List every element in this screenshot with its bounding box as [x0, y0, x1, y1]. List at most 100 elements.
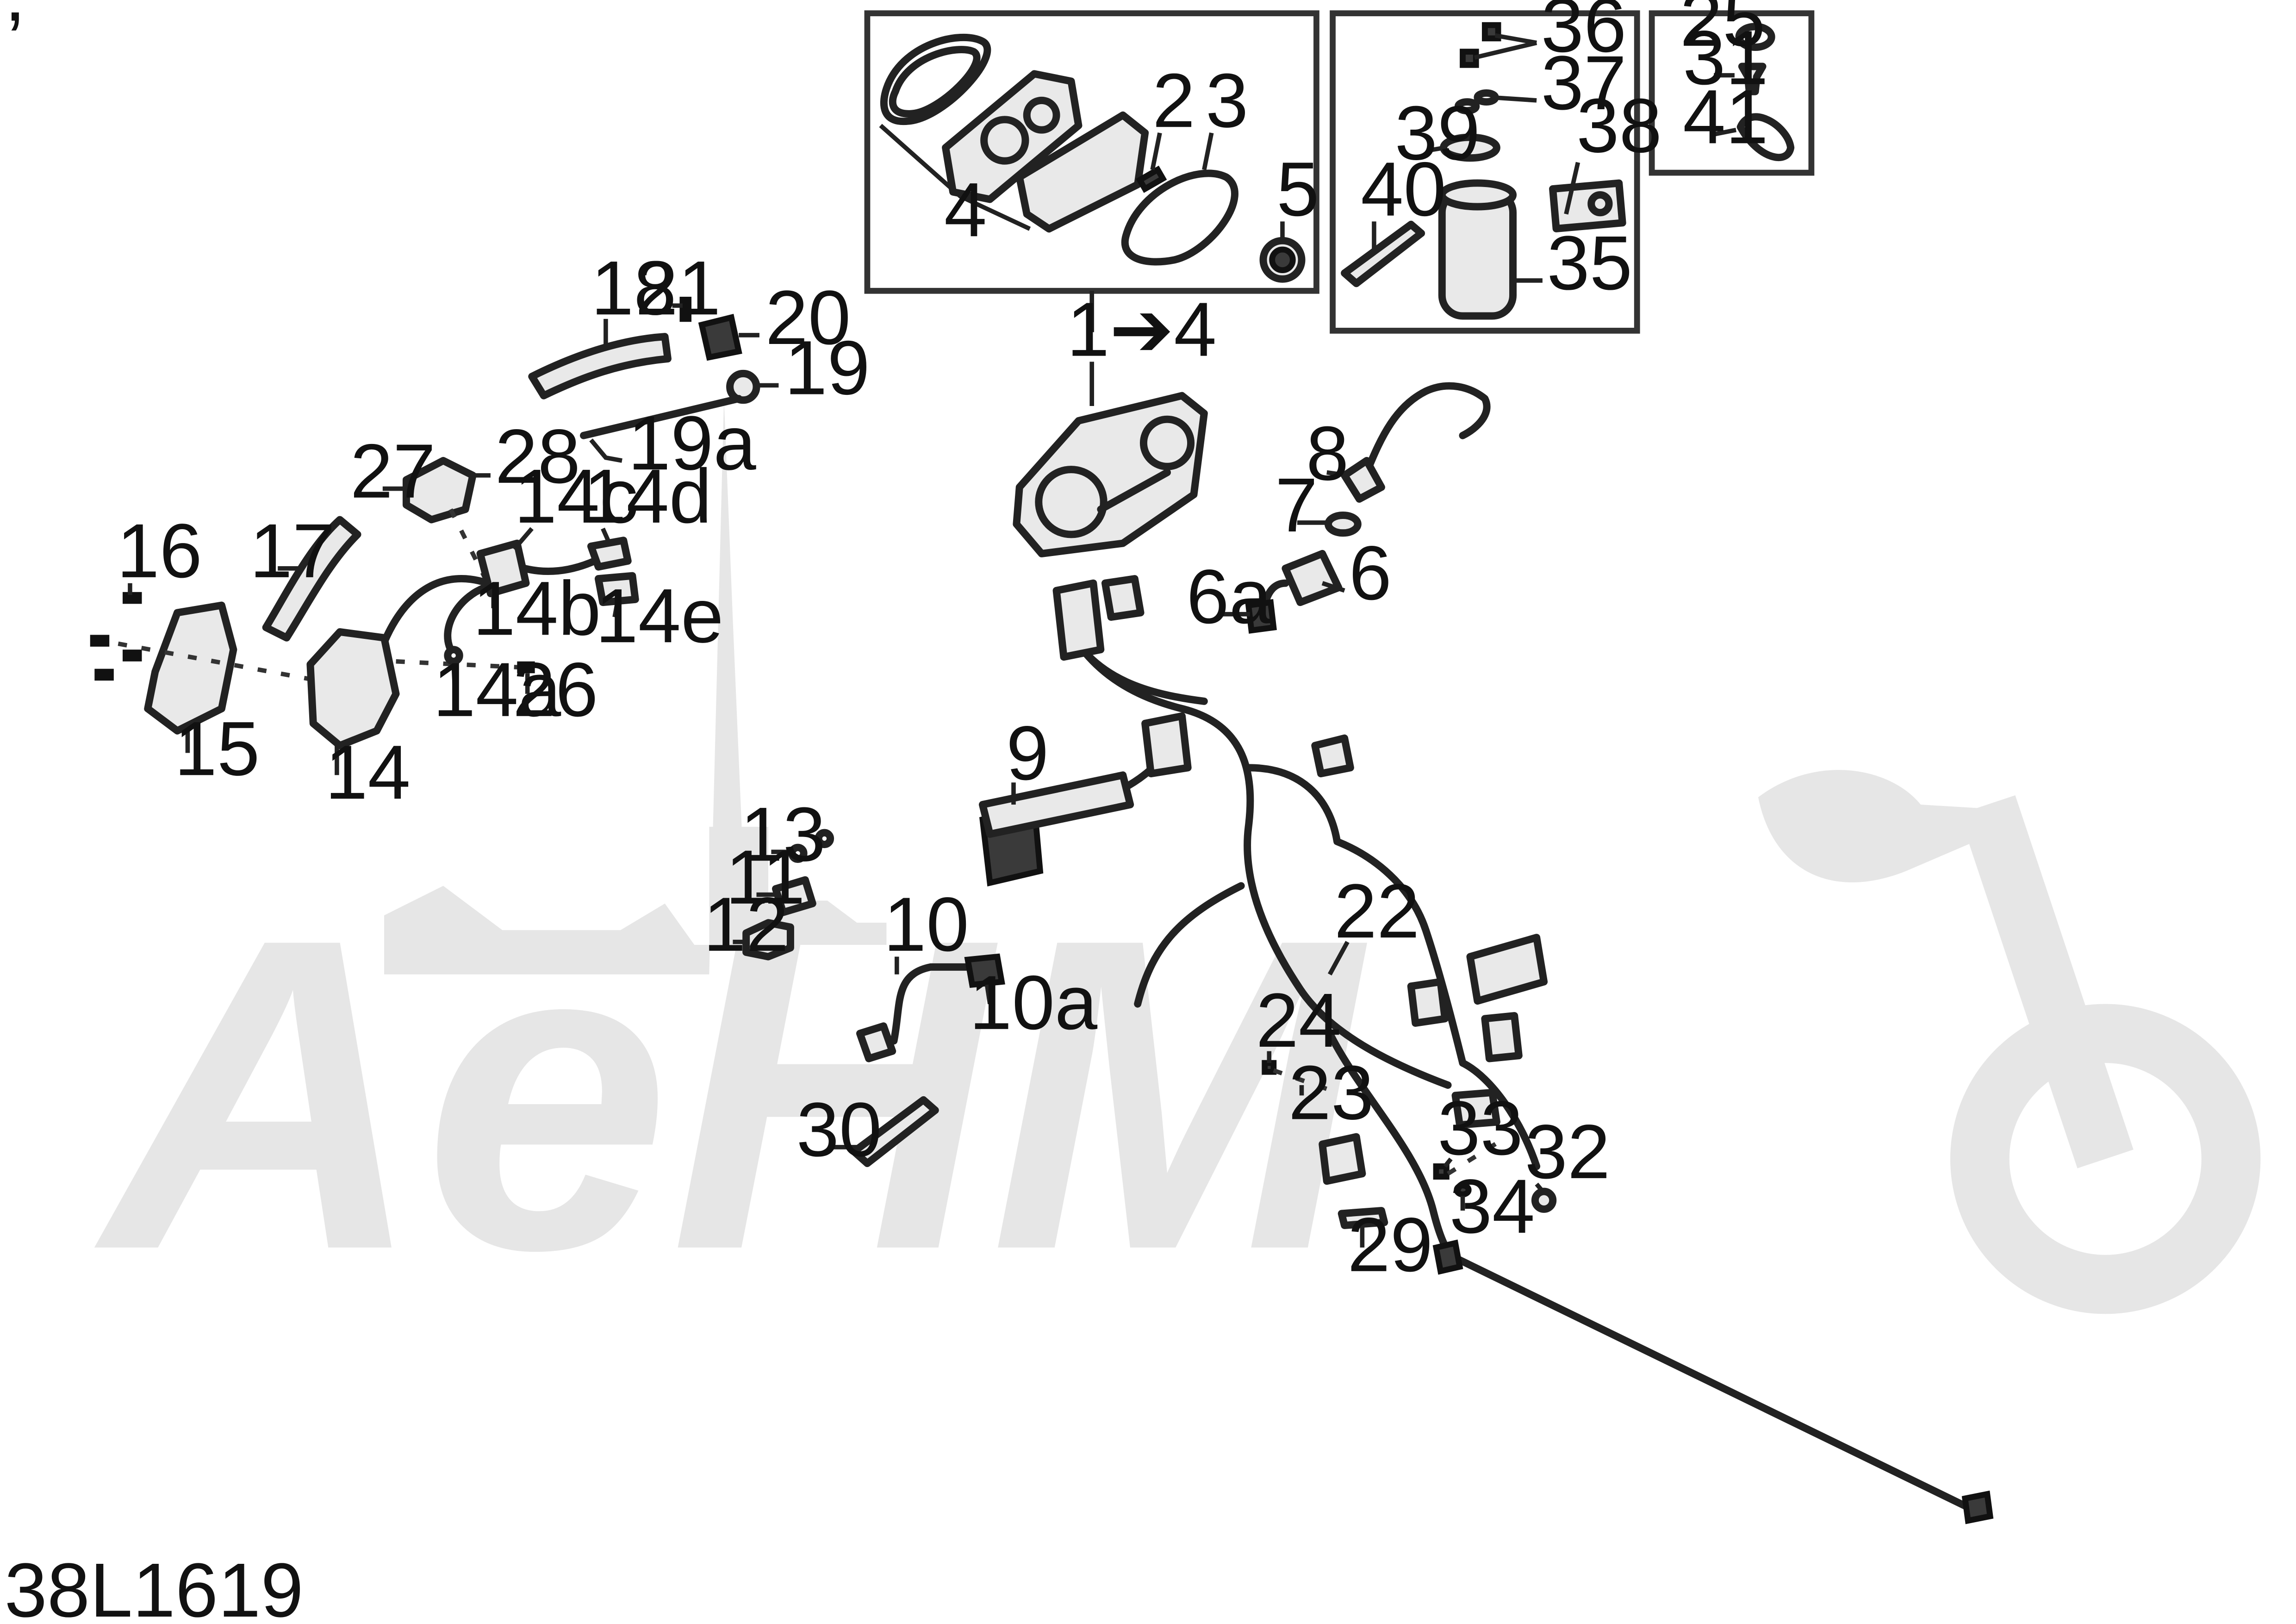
rivet-part-31: [1738, 62, 1767, 95]
watermark: AeHM: [90, 399, 2261, 1342]
callout-17: 17: [250, 508, 336, 594]
screw-part-36b: [1460, 49, 1479, 68]
leader-39: [1427, 145, 1445, 153]
leader-6: [1321, 581, 1345, 593]
leader-14d: [601, 527, 611, 543]
sensor-part-11: [772, 876, 816, 916]
callout-7: 7: [1275, 462, 1318, 548]
callout-31: 31: [1683, 15, 1768, 101]
leader-14a: [451, 664, 458, 694]
callout-14d: 14d: [584, 454, 712, 539]
callout-39: 39: [1395, 90, 1481, 176]
leader-14e: [612, 600, 620, 618]
main-wiring-harness-part-22: [1052, 575, 1994, 1524]
callout-13: 13: [740, 792, 826, 877]
callout-25: 25: [1680, 0, 1766, 62]
leader-4: [879, 124, 1031, 231]
plug-part-25: [1735, 23, 1775, 51]
callout-30: 30: [796, 1087, 882, 1173]
dash-23: [1273, 1068, 1338, 1095]
ignition-kit-box: [1330, 10, 1640, 334]
callout-14c: 14c: [514, 454, 638, 539]
callout-34: 34: [1450, 1164, 1535, 1249]
leader-2: [1150, 132, 1162, 170]
callout-38: 38: [1576, 83, 1662, 169]
screw-part-36a: [1481, 22, 1501, 42]
callout-41: 41: [1683, 74, 1768, 160]
cluster-lens-frame-part: [880, 33, 991, 125]
instrument-cluster-assembly: [1013, 392, 1208, 557]
callout-10: 10: [884, 882, 969, 968]
callout-3: 3: [1206, 58, 1248, 144]
switch-part-20: [698, 313, 742, 361]
callout-24: 24: [1256, 978, 1342, 1063]
cluster-back-cover-part: [1015, 111, 1149, 233]
callout-21: 21: [635, 245, 721, 331]
ignition-cylinder-part-35: [1438, 179, 1517, 320]
callout-11: 11: [725, 835, 805, 920]
callout-8: 8: [1306, 411, 1349, 497]
callout-40: 40: [1361, 147, 1446, 232]
callout-28: 28: [495, 414, 580, 500]
callout-19: 19: [784, 325, 870, 411]
switch-housing-part-15: [144, 601, 237, 735]
callout-27: 27: [350, 429, 436, 514]
nut-part-34: [1454, 1182, 1472, 1198]
callout-2: 2: [1152, 58, 1195, 144]
callout-22: 22: [1334, 868, 1420, 954]
callout-16: 16: [117, 508, 202, 594]
callout-29: 29: [1347, 1202, 1433, 1288]
leader-32: [1535, 1182, 1546, 1194]
leader-10a: [984, 984, 992, 1005]
leader-8: [1326, 470, 1348, 478]
callout-19a: 19a: [628, 400, 757, 486]
key-part-40: [1341, 220, 1425, 287]
leader-3: [1202, 132, 1214, 170]
module-part-27-28: [402, 457, 477, 524]
clip-part-29: [1338, 1207, 1388, 1229]
callout-12: 12: [703, 882, 789, 968]
bolt-part-21: [679, 297, 692, 322]
callout-9: 9: [1006, 711, 1049, 796]
sensor-part-10: [856, 953, 1005, 1062]
callout-35: 35: [1547, 220, 1632, 306]
screws-part-16: [90, 592, 142, 681]
callout-20: 20: [765, 275, 851, 361]
callout-14a: 14a: [433, 647, 561, 733]
washer-part-37b: [1454, 98, 1480, 115]
callout-6: 6: [1349, 531, 1392, 616]
callout-4: 4: [944, 167, 987, 253]
callout-14e: 14e: [596, 573, 724, 659]
ambient-sensor-part-5: [1259, 237, 1306, 283]
leader-33: [1443, 1157, 1453, 1168]
ground-cable-part-30: [850, 1096, 939, 1167]
leader-38: [1564, 162, 1580, 215]
hose-part-17: [262, 516, 361, 642]
callout-23: 23: [1288, 1050, 1374, 1136]
callout-6a: 6a: [1187, 554, 1272, 640]
screw-part-26: [517, 661, 535, 674]
cluster-gasket-part: [1121, 169, 1238, 266]
screw-part-33: [1433, 1163, 1450, 1180]
terminal-part-14a: [444, 646, 463, 665]
tether-cord-part-8: [1341, 382, 1491, 503]
corner-mark: ,: [5, 0, 26, 37]
callout-15: 15: [174, 706, 260, 792]
callout-labels: 2 3 4 5 36 37 38 39 40 35 25 31 41 1➔4 1…: [117, 0, 1768, 1288]
callout-14b: 14b: [473, 566, 601, 651]
dash-16-to-15: [118, 641, 311, 681]
leader-22: [1327, 941, 1350, 976]
watermark-logo-text: AeHM: [90, 846, 1371, 1341]
callout-14: 14: [325, 730, 411, 815]
watermark-motorcycle-silhouette: [1758, 770, 2261, 1314]
callout-5: 5: [1276, 147, 1319, 232]
callout-10a: 10a: [969, 960, 1098, 1046]
tie-wrap-part-41: [1736, 113, 1795, 162]
hose-part-18: [528, 333, 672, 400]
gasket-part-12: [742, 919, 794, 961]
leader-41: [1713, 127, 1737, 137]
washer-part-13b: [815, 829, 834, 849]
screw-part-24: [1262, 1060, 1277, 1075]
callout-32: 32: [1525, 1109, 1611, 1195]
